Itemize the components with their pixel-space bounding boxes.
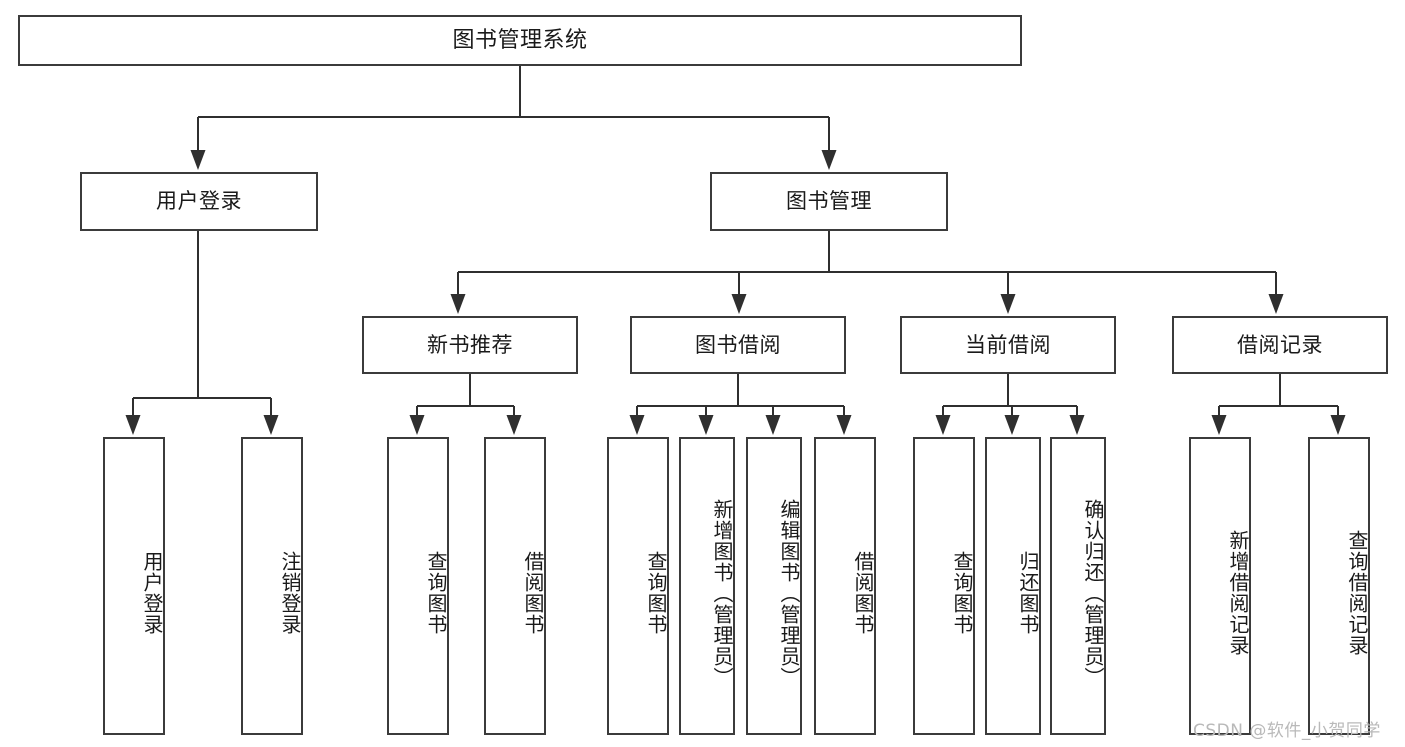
node-label: 借阅图书 bbox=[851, 551, 875, 635]
node-label: 注销登录 bbox=[278, 551, 302, 635]
leaf-borrow-book-b[interactable]: 借阅图书 bbox=[814, 437, 876, 735]
node-book-manage[interactable]: 图书管理 bbox=[710, 172, 948, 231]
node-label: 查询图书 bbox=[424, 551, 448, 635]
node-borrow-record[interactable]: 借阅记录 bbox=[1172, 316, 1388, 374]
leaf-add-book[interactable]: 新增图书（管理员） bbox=[679, 437, 735, 735]
node-label: 新增借阅记录 bbox=[1226, 530, 1250, 656]
node-label: 编辑图书（管理员） bbox=[777, 498, 801, 688]
node-label: 图书管理 bbox=[786, 189, 872, 214]
node-label: 图书管理系统 bbox=[452, 27, 588, 53]
leaf-borrow-book-a[interactable]: 借阅图书 bbox=[484, 437, 546, 735]
node-label: 确认归还（管理员） bbox=[1081, 498, 1105, 688]
csdn-watermark: CSDN @软件_小贺同学 bbox=[1193, 721, 1381, 741]
leaf-add-record[interactable]: 新增借阅记录 bbox=[1189, 437, 1251, 735]
leaf-edit-book[interactable]: 编辑图书（管理员） bbox=[746, 437, 802, 735]
node-new-book-recommend[interactable]: 新书推荐 bbox=[362, 316, 578, 374]
node-label: 归还图书 bbox=[1016, 551, 1040, 635]
node-label: 查询图书 bbox=[644, 551, 668, 635]
leaf-query-book-b[interactable]: 查询图书 bbox=[607, 437, 669, 735]
node-label: 查询图书 bbox=[950, 551, 974, 635]
leaf-query-book-a[interactable]: 查询图书 bbox=[387, 437, 449, 735]
node-label: 新书推荐 bbox=[427, 332, 513, 357]
node-label: 借阅记录 bbox=[1237, 332, 1323, 357]
node-label: 图书借阅 bbox=[695, 332, 781, 357]
leaf-query-record[interactable]: 查询借阅记录 bbox=[1308, 437, 1370, 735]
node-label: 查询借阅记录 bbox=[1345, 530, 1369, 656]
leaf-user-login[interactable]: 用户登录 bbox=[103, 437, 165, 735]
node-label: 用户登录 bbox=[140, 551, 164, 635]
node-label: 新增图书（管理员） bbox=[710, 498, 734, 688]
leaf-confirm-return[interactable]: 确认归还（管理员） bbox=[1050, 437, 1106, 735]
node-current-borrow[interactable]: 当前借阅 bbox=[900, 316, 1116, 374]
node-book-borrow[interactable]: 图书借阅 bbox=[630, 316, 846, 374]
node-user-login[interactable]: 用户登录 bbox=[80, 172, 318, 231]
leaf-query-book-c[interactable]: 查询图书 bbox=[913, 437, 975, 735]
node-label: 借阅图书 bbox=[521, 551, 545, 635]
leaf-return-book[interactable]: 归还图书 bbox=[985, 437, 1041, 735]
leaf-logout[interactable]: 注销登录 bbox=[241, 437, 303, 735]
node-label: 当前借阅 bbox=[965, 332, 1051, 357]
node-root[interactable]: 图书管理系统 bbox=[18, 15, 1022, 66]
node-label: 用户登录 bbox=[156, 189, 242, 214]
